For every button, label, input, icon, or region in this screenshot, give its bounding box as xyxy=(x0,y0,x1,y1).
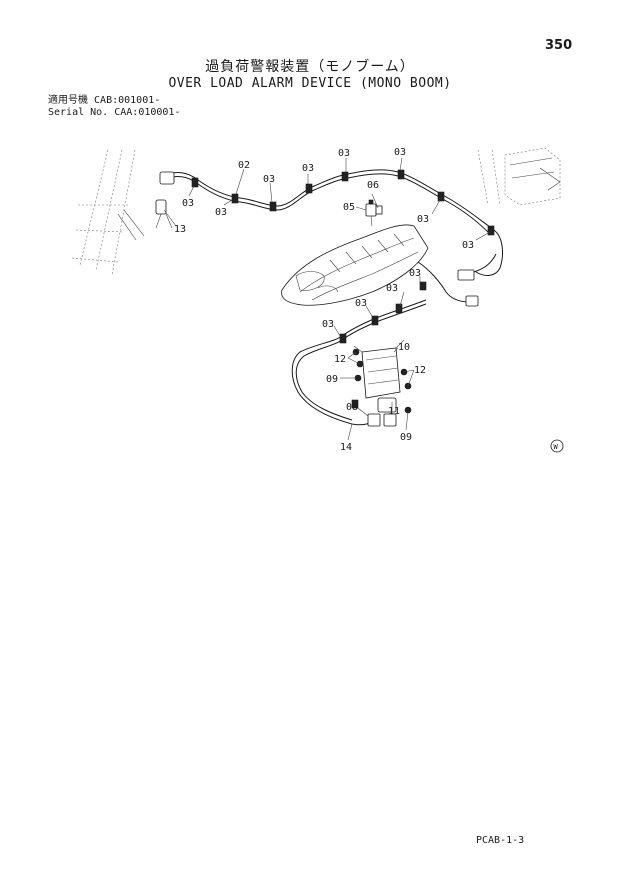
serial-line-2: Serial No. CAA:010001- xyxy=(48,107,180,119)
title-english: OVER LOAD ALARM DEVICE (MONO BOOM) xyxy=(168,76,452,91)
w-mark-letter: W xyxy=(554,443,559,451)
right-bracket-outline xyxy=(477,147,561,206)
title-japanese: 過負荷警報装置（モノブーム） xyxy=(205,59,415,75)
callout-labels: 02 03 03 03 03 03 03 06 05 03 03 13 03 0… xyxy=(174,147,474,453)
callout-03-k: 03 xyxy=(355,298,367,309)
callout-09-b: 09 xyxy=(400,432,412,443)
leader-lines xyxy=(163,157,491,441)
serial-no-value: CAA:010001- xyxy=(114,107,181,118)
pressure-sensor-05 xyxy=(365,199,383,227)
callout-03-f: 03 xyxy=(394,147,406,158)
callout-02: 02 xyxy=(238,160,250,171)
callout-13: 13 xyxy=(174,224,186,235)
callout-06: 06 xyxy=(367,180,379,191)
callout-11: 11 xyxy=(388,406,400,417)
callout-08: 08 xyxy=(346,402,358,413)
callout-09-a: 09 xyxy=(326,374,338,385)
callout-03-d: 03 xyxy=(302,163,314,174)
callout-12-right: 12 xyxy=(414,365,426,376)
boom-outline xyxy=(71,149,145,276)
applicable-units-value: CAB:001001- xyxy=(94,95,161,106)
serial-block: 適用号機 CAB:001001- Serial No. CAA:010001- xyxy=(48,95,180,119)
callout-03-j: 03 xyxy=(386,283,398,294)
callout-05: 05 xyxy=(343,202,355,213)
callout-03-a: 03 xyxy=(182,198,194,209)
callout-03-l: 03 xyxy=(322,319,334,330)
harness-lower xyxy=(291,299,427,426)
connector-sensor-end xyxy=(155,171,175,229)
callout-10: 10 xyxy=(398,342,410,353)
page-number: 350 xyxy=(545,38,573,53)
footer-code: PCAB-1-3 xyxy=(476,835,525,846)
callout-03-g: 03 xyxy=(417,214,429,225)
control-valve-body xyxy=(281,224,429,306)
serial-line-1: 適用号機 CAB:001001- xyxy=(48,95,180,107)
callout-03-i: 03 xyxy=(409,268,421,279)
serial-no-label: Serial No. xyxy=(48,107,109,118)
callout-03-e: 03 xyxy=(338,148,350,159)
callout-03-b: 03 xyxy=(215,207,227,218)
alarm-unit-assembly xyxy=(353,339,405,427)
callout-12-left: 12 xyxy=(334,354,346,365)
callout-03-c: 03 xyxy=(263,174,275,185)
harness-right xyxy=(417,253,497,307)
callout-03-h: 03 xyxy=(462,240,474,251)
callout-14: 14 xyxy=(340,442,352,453)
w-mark: W xyxy=(550,439,564,453)
clip-group-upper xyxy=(191,169,495,236)
applicable-units-label: 適用号機 xyxy=(48,95,88,106)
